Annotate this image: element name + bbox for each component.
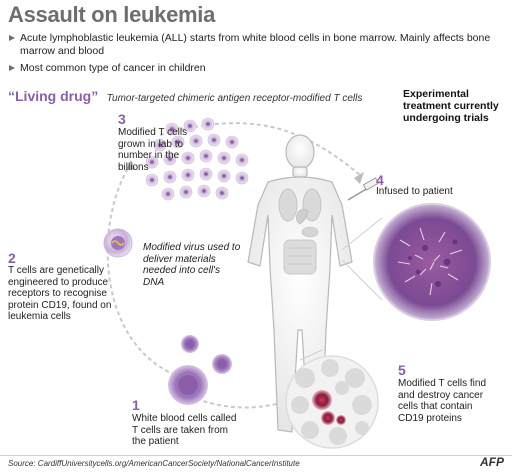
page-title: Assault on leukemia <box>8 2 216 27</box>
arrow-to-step3 <box>126 160 136 170</box>
cycle-arc-left <box>106 164 176 376</box>
lungs <box>278 188 322 222</box>
step-3-text: Modified T cells grown in lab to number … <box>118 127 188 173</box>
cancer-cell-destruction <box>285 349 379 449</box>
afp-logo: AFP <box>480 455 504 469</box>
virus-note: Modified virus used to deliver materials… <box>143 242 241 288</box>
step-1-text: White blood cells called T cells are tak… <box>132 413 237 447</box>
footer-divider <box>0 455 512 456</box>
experimental-note: Experimental treatment currently undergo… <box>403 88 499 124</box>
intro-bullets: Acute lymphoblastic leukemia (ALL) start… <box>8 32 498 80</box>
modified-t-cells-grid <box>145 117 249 201</box>
step-4-text: Infused to patient <box>376 186 453 197</box>
living-drug-label: “Living drug” <box>8 88 99 104</box>
source-credit: Source: CardiffUniversitycells.org/Ameri… <box>8 459 300 468</box>
arrow-to-step4 <box>354 172 364 184</box>
human-body <box>247 134 353 433</box>
bullet-item: Acute lymphoblastic leukemia (ALL) start… <box>8 32 498 57</box>
syringe-icon <box>347 177 380 201</box>
step-5-text: Modified T cells find and destroy cancer… <box>398 378 487 424</box>
step-3-number: 3 <box>118 111 126 127</box>
heart <box>296 208 309 225</box>
step-5-number: 5 <box>398 362 406 378</box>
stomach <box>301 226 319 238</box>
step-2-number: 2 <box>8 250 16 266</box>
step-2-text: T cells are genetically engineered to pr… <box>8 265 112 322</box>
subtitle: “Living drug” Tumor-targeted chimeric an… <box>8 88 362 106</box>
engineered-t-cell <box>103 228 133 258</box>
bullet-item: Most common type of cancer in children <box>8 62 498 75</box>
step-4-number: 4 <box>376 172 384 188</box>
white-blood-cells <box>168 335 232 405</box>
leukemia-cells-magnified <box>341 203 491 321</box>
cycle-arc-top <box>159 122 361 176</box>
living-drug-description: Tumor-targeted chimeric antigen receptor… <box>106 93 363 104</box>
step-1-number: 1 <box>132 397 140 413</box>
intestines <box>283 239 317 275</box>
